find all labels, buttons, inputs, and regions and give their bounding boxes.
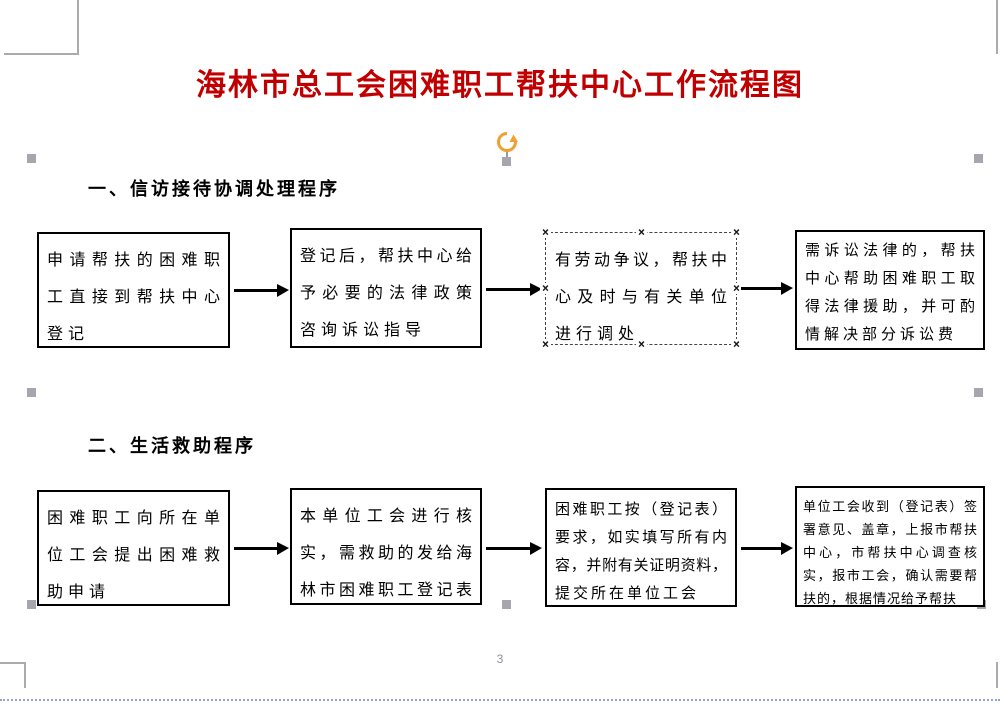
resize-handle[interactable] bbox=[27, 600, 36, 609]
flow-box-text-line: 扶的，根据情况给予帮扶 bbox=[803, 591, 958, 606]
selection-handle-icon[interactable]: × bbox=[731, 337, 742, 351]
flow-box-text-line: 困难职工向所在单 bbox=[47, 510, 220, 527]
arrowhead-icon bbox=[781, 542, 793, 555]
arrowhead-icon bbox=[530, 283, 542, 296]
flow-box-text-line: 咨询诉讼指导 bbox=[300, 322, 427, 339]
flow-box-text-line: 予必要的法律政策 bbox=[300, 285, 472, 302]
rotation-stem bbox=[506, 152, 508, 158]
flow-box-2-2[interactable]: 本单位工会进行核 实，需救助的发给海 林市困难职工登记表 bbox=[290, 488, 482, 605]
flow-box-text-line: 提交所在单位工会 bbox=[555, 585, 700, 602]
resize-handle[interactable] bbox=[974, 388, 983, 397]
flow-box-text-line: 进行调处 bbox=[555, 326, 640, 343]
flow-box-2-4[interactable]: 单位工会收到（登记表）签 署意见、盖章，上报市帮扶 中心，市帮扶中心调查核 实，… bbox=[795, 486, 985, 607]
flow-box-1-2[interactable]: 登记后，帮扶中心给 予必要的法律政策 咨询诉讼指导 bbox=[290, 228, 482, 348]
crop-mark-bottom-left bbox=[0, 662, 26, 664]
crop-mark-top-left bbox=[4, 53, 79, 55]
selection-handle-icon[interactable]: × bbox=[540, 225, 551, 239]
flow-box-text-line: 登记后，帮扶中心给 bbox=[300, 248, 472, 265]
flow-box-text-line: 登记 bbox=[47, 326, 90, 343]
crop-mark-bottom-left bbox=[24, 662, 26, 688]
flow-box-text-line: 心及时与有关单位 bbox=[555, 289, 727, 306]
selection-handle-icon[interactable]: × bbox=[636, 337, 647, 351]
flow-box-2-3[interactable]: 困难职工按（登记表） 要求，如实填写所有内 容，并附有关证明资料， 提交所在单位… bbox=[545, 488, 737, 607]
flow-box-2-1[interactable]: 困难职工向所在单 位工会提出困难救 助申请 bbox=[37, 490, 230, 606]
flow-box-text-line: 工直接到帮扶中心 bbox=[47, 289, 220, 306]
flow-box-text-line: 容，并附有关证明资料， bbox=[555, 557, 727, 574]
flow-box-1-4[interactable]: 需诉讼法律的，帮扶 中心帮助困难职工取 得法律援助，并可酌 情解决部分诉讼费 bbox=[795, 230, 985, 350]
flow-box-text-line: 单位工会收到（登记表）签 bbox=[803, 499, 977, 514]
resize-handle[interactable] bbox=[27, 154, 36, 163]
flow-arrow[interactable] bbox=[234, 542, 289, 555]
flow-arrow[interactable] bbox=[741, 282, 793, 295]
flow-box-text-line: 林市困难职工登记表 bbox=[300, 582, 472, 599]
selection-handle-icon[interactable]: × bbox=[731, 281, 742, 295]
page-title: 海林市总工会困难职工帮扶中心工作流程图 bbox=[196, 68, 804, 103]
selection-handle-icon[interactable]: × bbox=[540, 337, 551, 351]
crop-mark-bottom-right bbox=[996, 662, 998, 688]
flow-box-text-line: 本单位工会进行核 bbox=[300, 508, 472, 525]
flow-box-text-line: 申请帮扶的困难职 bbox=[47, 252, 220, 269]
flow-box-text-line: 中心帮助困难职工取 bbox=[805, 270, 975, 287]
flow-box-text-line: 中心，市帮扶中心调查核 bbox=[803, 545, 977, 560]
resize-handle[interactable] bbox=[27, 388, 36, 397]
flow-box-text-line: 实，报市工会，确认需要帮 bbox=[803, 568, 977, 583]
flow-box-text-line: 得法律援助，并可酌 bbox=[805, 298, 975, 315]
flow-arrow[interactable] bbox=[486, 542, 542, 555]
flow-box-text-line: 情解决部分诉讼费 bbox=[805, 326, 958, 343]
section-2-heading: 二、生活救助程序 bbox=[88, 436, 256, 456]
section-1-heading: 一、信访接待协调处理程序 bbox=[88, 179, 340, 199]
flow-arrow[interactable] bbox=[741, 542, 793, 555]
resize-handle[interactable] bbox=[502, 157, 511, 166]
arrowhead-icon bbox=[530, 542, 542, 555]
arrowhead-icon bbox=[277, 542, 289, 555]
selection-handle-icon[interactable]: × bbox=[731, 225, 742, 239]
resize-handle[interactable] bbox=[974, 154, 983, 163]
flow-box-text-line: 实，需救助的发给海 bbox=[300, 545, 472, 562]
flow-box-1-1[interactable]: 申请帮扶的困难职 工直接到帮扶中心 登记 bbox=[37, 232, 230, 348]
flow-box-text-line: 有劳动争议，帮扶中 bbox=[555, 252, 727, 269]
selection-handle-icon[interactable]: × bbox=[540, 281, 551, 295]
flow-box-1-3-selected[interactable]: 有劳动争议，帮扶中 心及时与有关单位 进行调处 × × × × × × × × bbox=[540, 226, 742, 350]
flow-box-text-line: 要求，如实填写所有内 bbox=[555, 529, 727, 546]
page-number: 3 bbox=[496, 652, 504, 666]
crop-mark-top-right bbox=[996, 0, 998, 54]
flow-box-text-line: 助申请 bbox=[47, 584, 111, 601]
flow-box-text-line: 位工会提出困难救 bbox=[47, 547, 220, 564]
flow-box-text-line: 署意见、盖章，上报市帮扶 bbox=[803, 522, 977, 537]
flow-arrow[interactable] bbox=[486, 283, 542, 296]
flow-arrow[interactable] bbox=[234, 284, 289, 297]
rotate-icon[interactable] bbox=[496, 131, 518, 153]
page-bottom-boundary bbox=[0, 699, 1000, 701]
flow-box-text-line: 需诉讼法律的，帮扶 bbox=[805, 242, 975, 259]
arrowhead-icon bbox=[277, 284, 289, 297]
selection-handle-icon[interactable]: × bbox=[636, 225, 647, 239]
crop-mark-top-left bbox=[77, 0, 79, 54]
resize-handle[interactable] bbox=[502, 600, 511, 609]
arrowhead-icon bbox=[781, 282, 793, 295]
flow-box-text-line: 困难职工按（登记表） bbox=[555, 501, 727, 518]
